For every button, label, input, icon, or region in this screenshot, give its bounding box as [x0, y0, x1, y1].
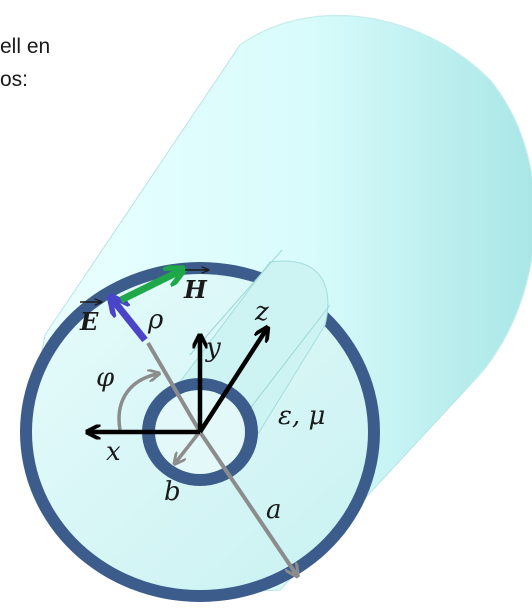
label-e-field: E: [79, 307, 99, 336]
outer-cylinder-far-cap: [239, 14, 532, 386]
label-rho: ρ: [147, 305, 164, 335]
angle-phi-arc: [117, 374, 157, 431]
caption-line-2: os:: [0, 68, 29, 91]
label-y: y: [205, 333, 221, 363]
radius-rho-line: [146, 341, 202, 434]
caption-line-1: ell en: [0, 35, 51, 58]
tube-edge-2: [244, 304, 331, 416]
e-field-arrow: [113, 300, 148, 343]
label-phi: φ: [96, 363, 115, 393]
label-h-field: H: [183, 275, 208, 304]
label-x: x: [106, 437, 121, 467]
label-z: z: [254, 297, 269, 327]
h-field-arrow: [119, 271, 180, 304]
radius-a-arrow: [198, 430, 296, 574]
label-a: a: [266, 495, 282, 525]
label-epsilon-mu: ε, μ: [278, 401, 325, 431]
z-axis-arrow: [198, 330, 266, 434]
radius-b-arrow: [176, 432, 200, 462]
caption-text: ell en os:: [0, 30, 50, 96]
label-b: b: [164, 477, 181, 507]
